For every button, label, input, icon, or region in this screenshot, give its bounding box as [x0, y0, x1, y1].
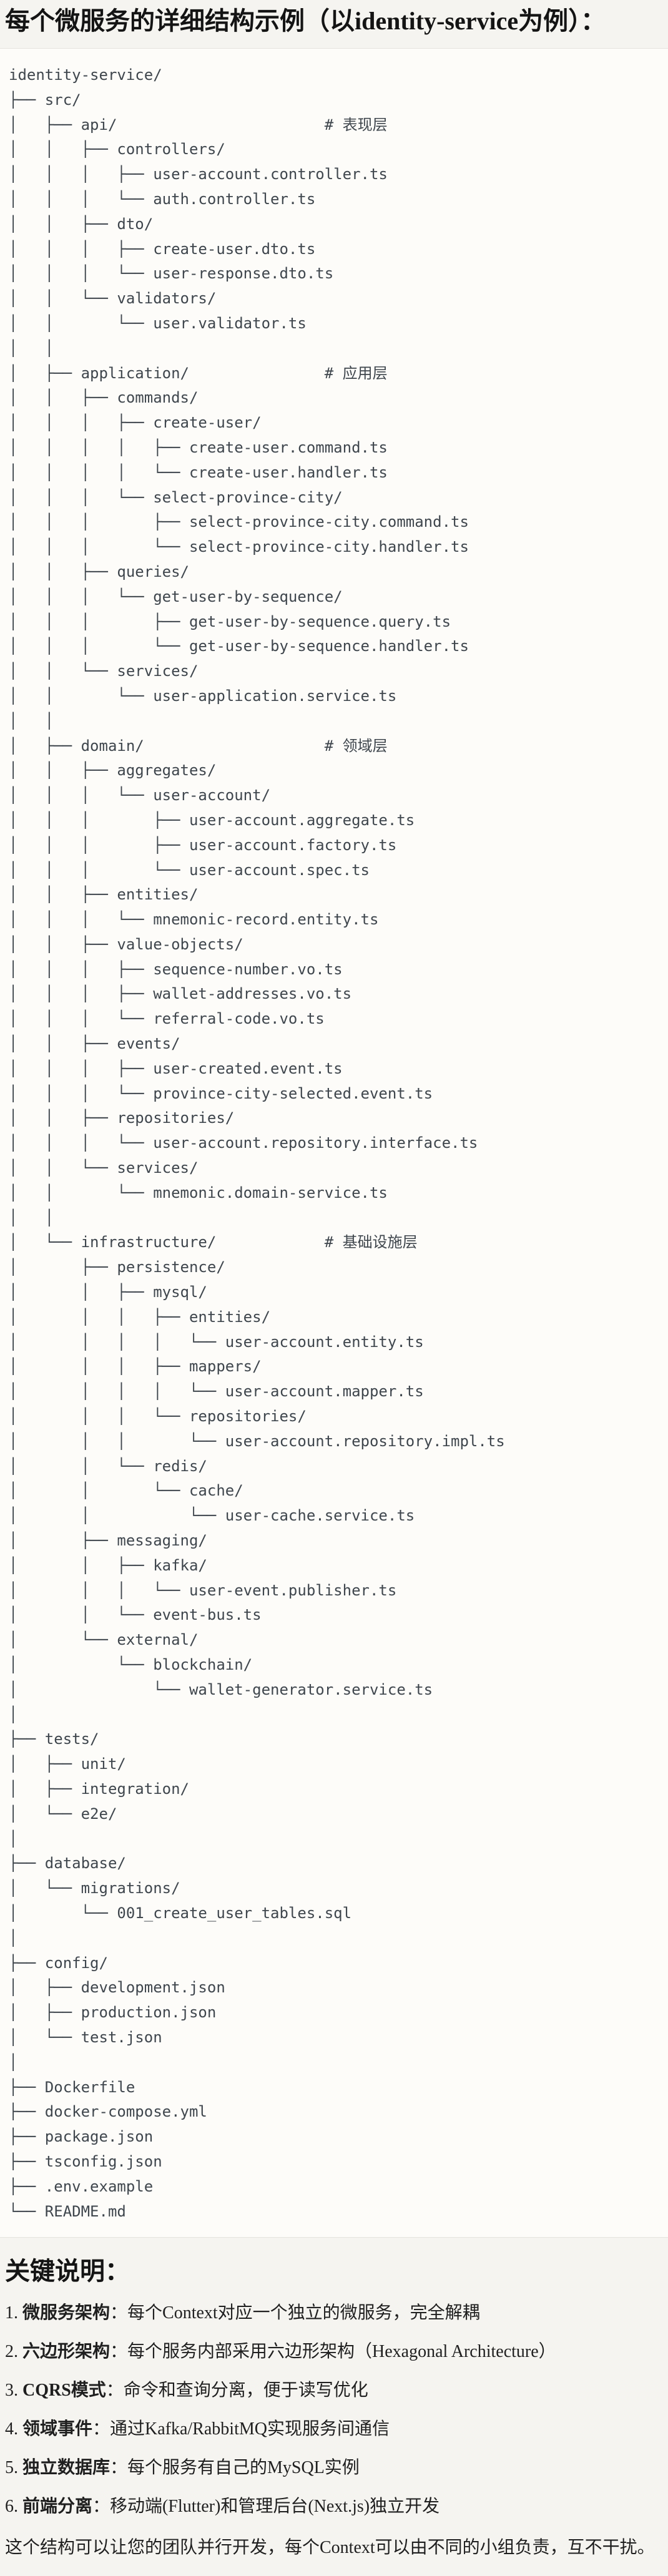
notes-heading: 关键说明：	[5, 2257, 130, 2286]
note-item: 1.微服务架构：每个Context对应一个独立的微服务，完全解耦	[5, 2304, 663, 2323]
note-label: 前端分离	[22, 2497, 93, 2517]
note-number: 5.	[5, 2458, 18, 2478]
note-label: 领域事件	[22, 2419, 93, 2439]
note-number: 1.	[5, 2303, 18, 2323]
note-item: 4.领域事件：通过Kafka/RabbitMQ实现服务间通信	[5, 2420, 663, 2439]
page-title: 每个微服务的详细结构示例（以identity-service为例）：	[5, 7, 606, 35]
note-label: 六边形架构	[22, 2342, 111, 2362]
note-item: 3.CQRS模式：命令和查询分离，便于读写优化	[5, 2381, 663, 2400]
note-text: ：通过Kafka/RabbitMQ实现服务间通信	[92, 2419, 390, 2439]
note-number: 4.	[5, 2419, 18, 2439]
note-text: ：每个服务有自己的MySQL实例	[110, 2458, 360, 2478]
note-text: ：每个服务内部采用六边形架构（Hexagonal Architecture）	[110, 2342, 556, 2362]
note-item: 5.独立数据库：每个服务有自己的MySQL实例	[5, 2459, 663, 2477]
file-tree-text: identity-service/ ├── src/ │ ├── api/ # …	[9, 66, 505, 2220]
note-label: CQRS模式	[22, 2381, 106, 2401]
note-number: 2.	[5, 2342, 18, 2362]
note-number: 6.	[5, 2497, 18, 2517]
note-item: 6.前端分离：移动端(Flutter)和管理后台(Next.js)独立开发	[5, 2497, 663, 2516]
note-label: 独立数据库	[22, 2458, 111, 2478]
page-header: 每个微服务的详细结构示例（以identity-service为例）：	[0, 6, 668, 36]
closing-paragraph: 这个结构可以让您的团队并行开发，每个Context可以由不同的小组负责，互不干扰…	[5, 2538, 655, 2558]
note-item: 2.六边形架构：每个服务内部采用六边形架构（Hexagonal Architec…	[5, 2343, 663, 2361]
notes-section: 关键说明： 1.微服务架构：每个Context对应一个独立的微服务，完全解耦 2…	[0, 2258, 668, 2557]
note-text: ：移动端(Flutter)和管理后台(Next.js)独立开发	[92, 2497, 440, 2517]
note-label: 微服务架构	[22, 2303, 111, 2323]
note-text: ：命令和查询分离，便于读写优化	[106, 2381, 368, 2401]
note-number: 3.	[5, 2381, 18, 2401]
file-tree-code-block: identity-service/ ├── src/ │ ├── api/ # …	[0, 48, 668, 2238]
note-text: ：每个Context对应一个独立的微服务，完全解耦	[110, 2303, 480, 2323]
page: { "page": { "title": "每个微服务的详细结构示例（以iden…	[0, 6, 668, 2576]
